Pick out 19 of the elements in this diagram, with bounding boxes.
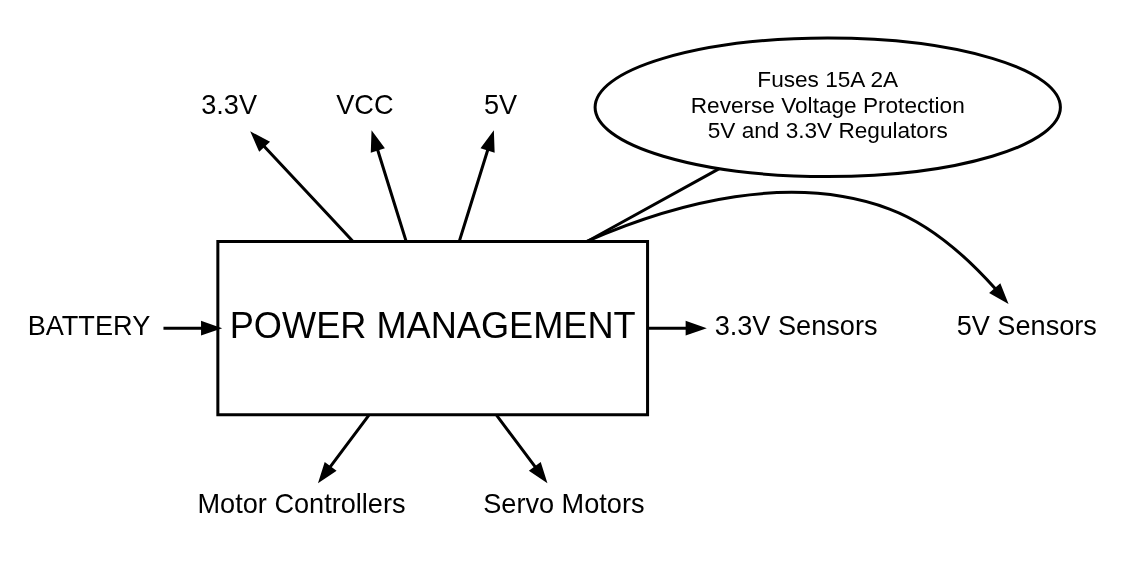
node-ellipse: Fuses 15A 2A Reverse Voltage Protection 5V and 3.3V Regulators xyxy=(593,36,1062,179)
node-text: VCC xyxy=(336,88,394,120)
node-text: 5V xyxy=(483,88,518,120)
node-text: Servo Motors xyxy=(483,488,645,520)
arrow xyxy=(457,130,495,242)
node-text: 3.3V Sensors xyxy=(714,309,878,341)
connector xyxy=(586,167,720,243)
arrow xyxy=(495,414,548,484)
arrow xyxy=(586,190,1009,305)
arrow xyxy=(250,131,354,243)
arrow xyxy=(163,320,223,336)
arrow xyxy=(317,414,371,484)
node-text: 5V Sensors xyxy=(956,309,1097,341)
arrow xyxy=(370,130,408,242)
arrow xyxy=(647,320,707,336)
node-box: POWER MANAGEMENT xyxy=(216,239,650,417)
node-text: BATTERY xyxy=(27,309,151,341)
node-text: Motor Controllers xyxy=(197,488,406,520)
node-text: 3.3V xyxy=(201,88,258,120)
